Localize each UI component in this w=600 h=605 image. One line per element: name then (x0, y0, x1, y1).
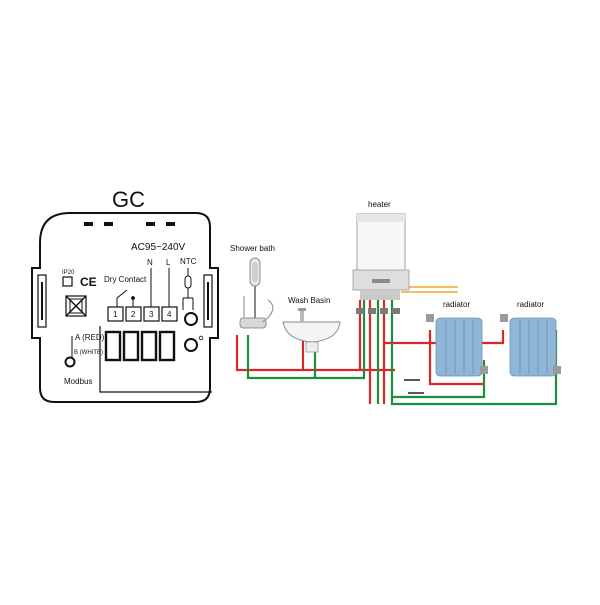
dry-contact-label: Dry Contact (104, 275, 147, 284)
basin-label: Wash Basin (288, 296, 330, 305)
n-label: N (147, 258, 153, 267)
terminal-2-label: 2 (131, 310, 136, 319)
terminal-1-label: 1 (113, 310, 118, 319)
bus-a-label: A (RED) (75, 333, 105, 342)
pipe-network (235, 286, 558, 406)
terminal-2 (125, 306, 142, 322)
ntc-terminal-bottom (184, 338, 198, 352)
crossed-bin-icon (65, 295, 87, 317)
terminal-row: 1 2 3 4 (107, 306, 178, 322)
basin-icon (282, 308, 341, 353)
ntc-sensor-icon (182, 268, 194, 310)
terminal-3 (143, 306, 160, 322)
ntc-terminal-top (184, 312, 198, 326)
dry-contact-switch-icon (116, 289, 135, 308)
terminal-4 (161, 306, 178, 322)
hot-pipe-main (235, 300, 505, 404)
heater-icon (352, 213, 410, 300)
gas-pipe (401, 286, 458, 293)
modbus-label: Modbus (64, 377, 92, 386)
ip-box-icon (62, 276, 73, 287)
radiator-2-icon (500, 314, 561, 377)
bus-connector-icon (64, 336, 76, 368)
radiator-1-icon (426, 314, 488, 377)
voltage-label: AC95~240V (131, 242, 186, 253)
flow-arrows (404, 379, 424, 394)
thermostat-model: GC (112, 187, 145, 212)
l-label: L (166, 258, 171, 267)
thermostat-panel: GC AC95~240V IP20 CE Dry Contact N L NTC (31, 187, 219, 403)
heater-valves (356, 308, 400, 314)
return-pipe-main (246, 300, 558, 406)
radiator-2-label: radiator (517, 300, 544, 309)
terminal-4-label: 4 (167, 310, 172, 319)
ip-rating: IP20 (62, 270, 75, 276)
terminal-3-label: 3 (149, 310, 154, 319)
ntc-label: NTC (180, 257, 197, 266)
screw-block-row (104, 330, 176, 362)
bus-b-label: B (WHITE) (74, 350, 103, 356)
top-tabs (84, 222, 175, 226)
ce-mark: CE (80, 275, 97, 289)
shower-label: Shower bath (230, 244, 275, 253)
thermostat-body (31, 212, 219, 403)
heater-label: heater (368, 200, 391, 209)
terminal-1 (107, 306, 124, 322)
radiator-1-label: radiator (443, 300, 470, 309)
shower-icon (239, 257, 274, 329)
modbus-port (99, 326, 212, 393)
